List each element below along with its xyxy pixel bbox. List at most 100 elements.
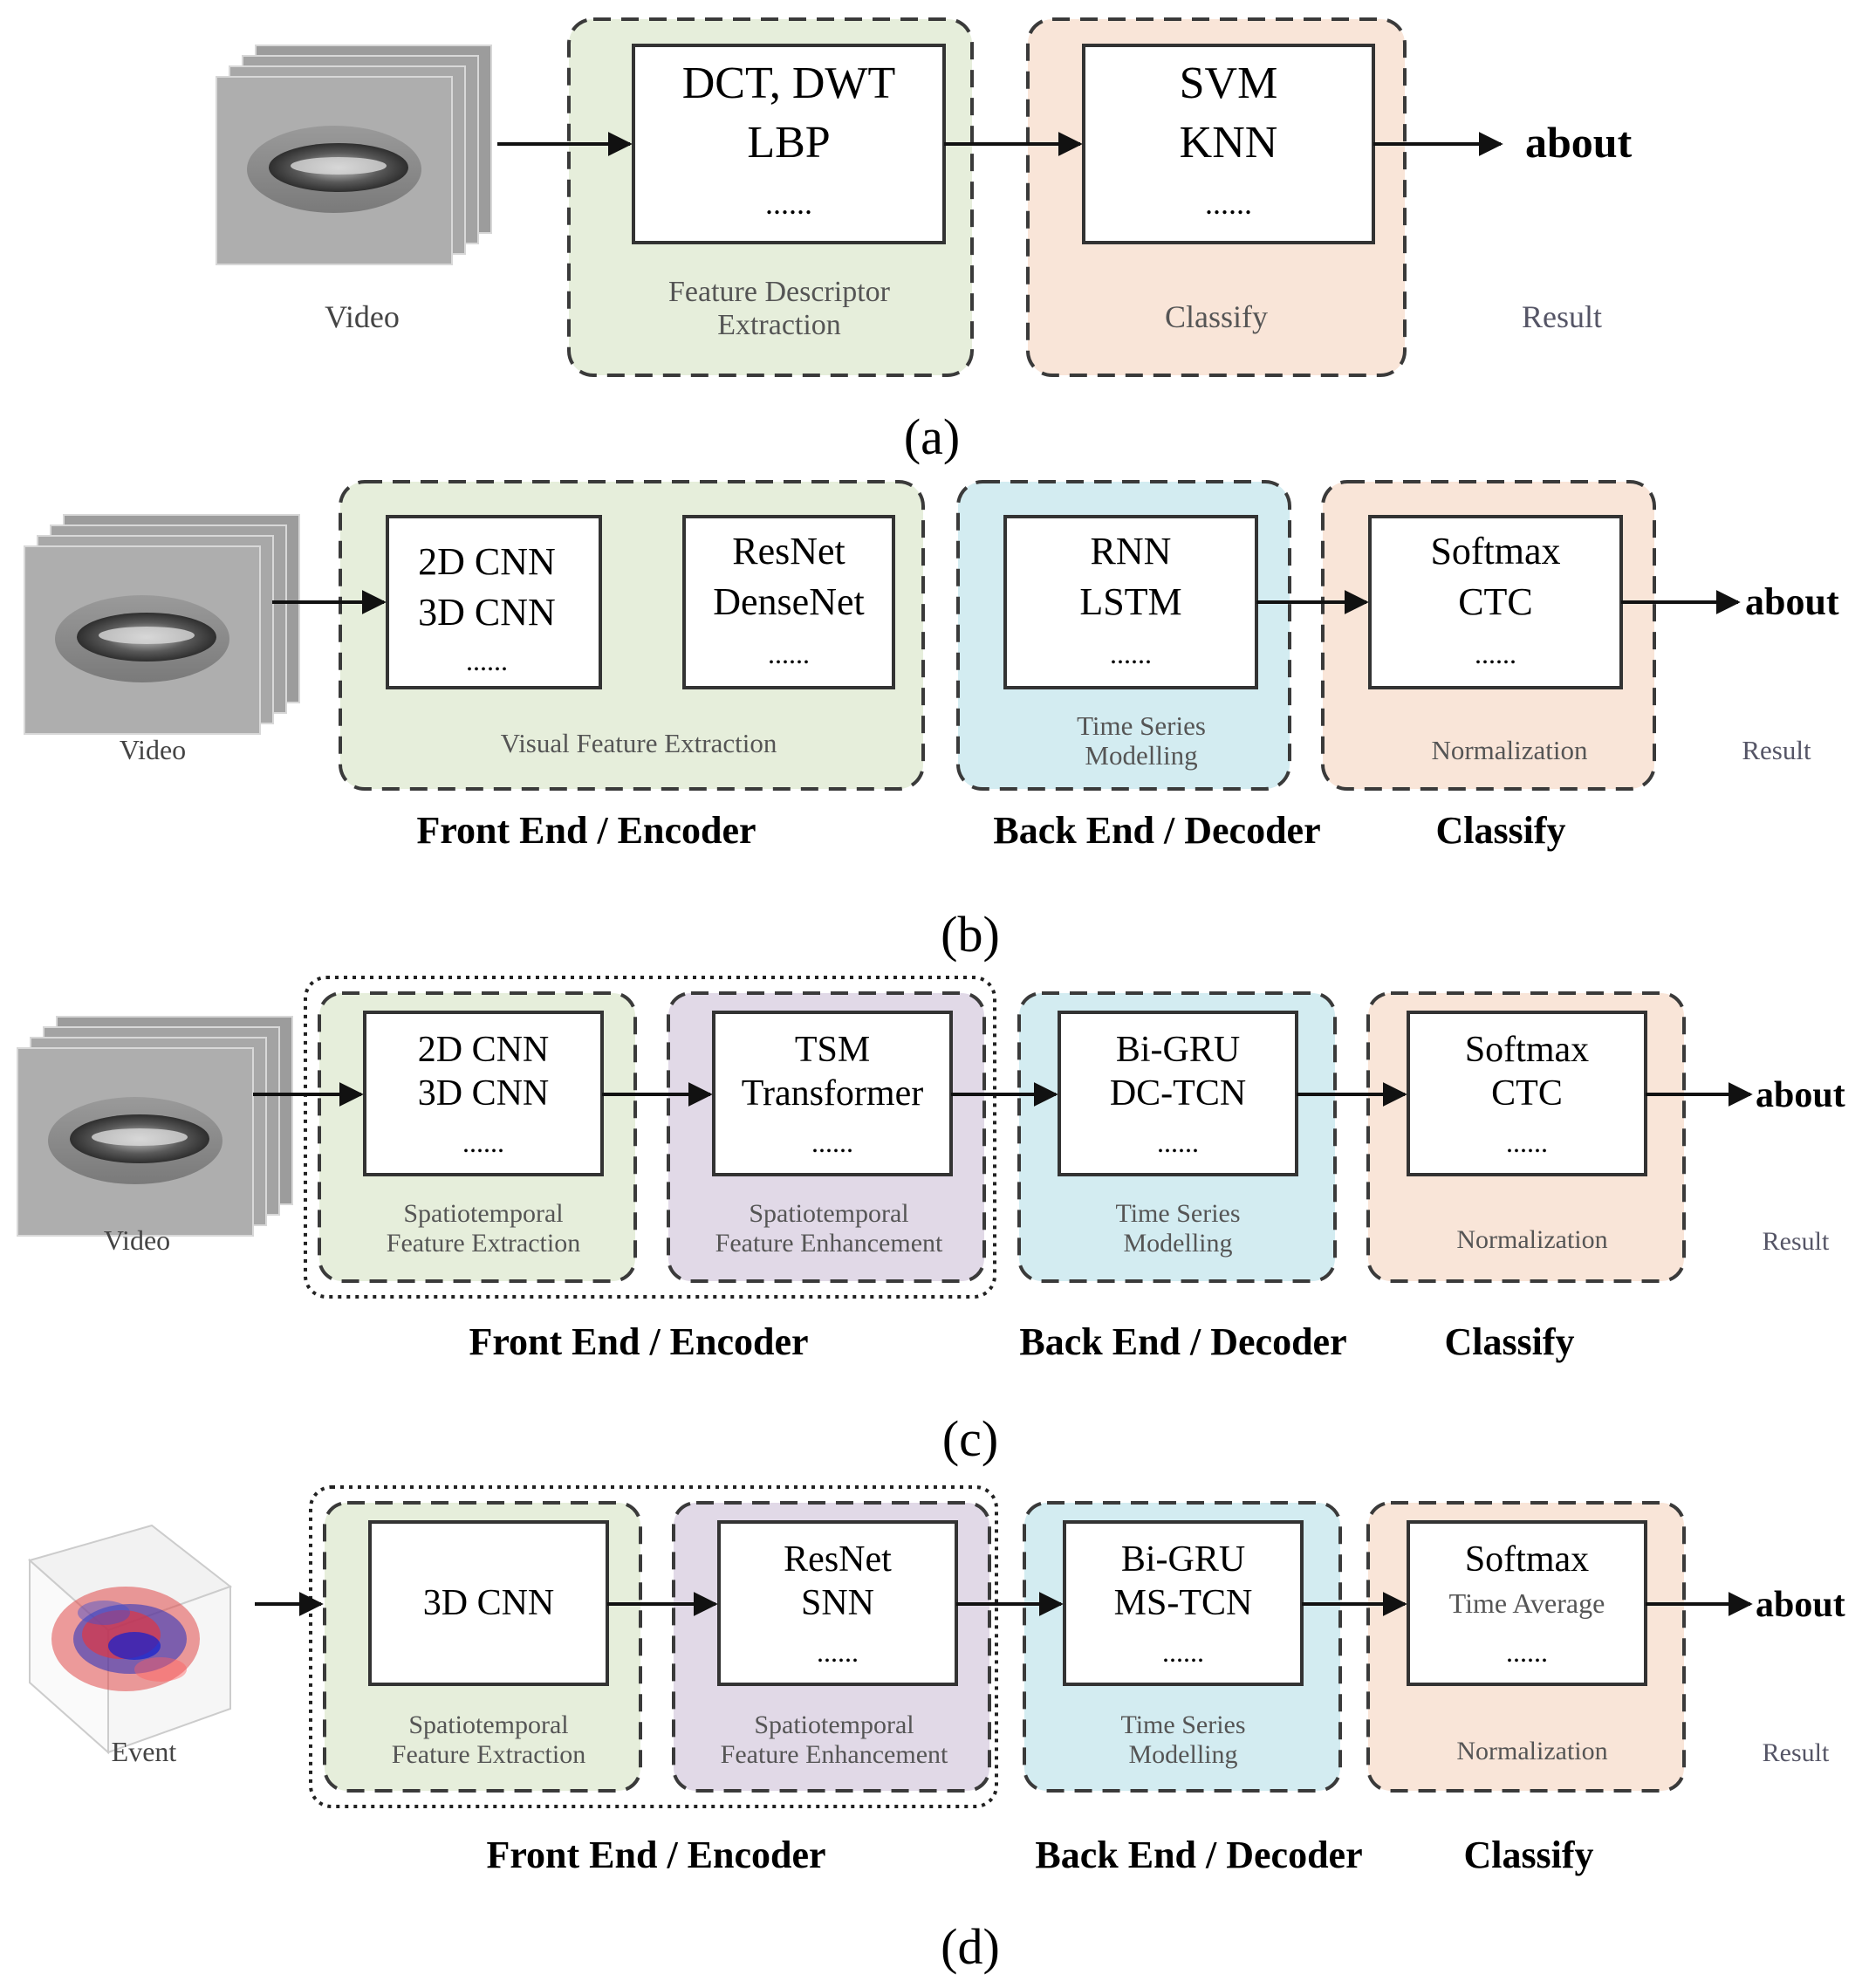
rnn-box-line-1: RNN	[1091, 530, 1172, 572]
input-label: Video	[104, 1224, 170, 1256]
bigru-box	[1058, 1011, 1298, 1176]
resnet-box-dots: ......	[768, 638, 810, 669]
cnn-box-dots: ......	[466, 645, 508, 676]
feature-descriptor-box	[632, 44, 946, 244]
softmax-box-dots: ......	[1475, 638, 1516, 669]
time-series-label-2: Modelling	[1085, 740, 1197, 771]
classify-box-line-1: SVM	[1180, 58, 1278, 108]
cnn-box-line-2: 3D CNN	[418, 591, 556, 634]
panel-caption: (c)	[942, 1410, 998, 1467]
output-label: Result	[1522, 299, 1602, 334]
stage-label-classify: Classify	[1444, 1320, 1574, 1363]
stage-label-back-end: Back End / Decoder	[1019, 1320, 1346, 1363]
resnet-box-line-1: ResNet	[732, 530, 845, 572]
panel-caption: (a)	[904, 408, 960, 465]
rnn-box-line-2: LSTM	[1079, 580, 1181, 623]
rnn-box	[1003, 515, 1258, 689]
normalization-label: Normalization	[1456, 1225, 1607, 1254]
visual-feature-label: Visual Feature Extraction	[501, 728, 777, 758]
output-text: about	[1756, 1585, 1845, 1625]
time-series-label-2: Modelling	[1129, 1740, 1238, 1769]
output-text: about	[1525, 118, 1633, 167]
feature-box-line-2: LBP	[747, 118, 830, 168]
classify-box-dots: ......	[1205, 186, 1252, 221]
normalization-label: Normalization	[1431, 735, 1588, 765]
feature-enhancement-label-1: Spatiotemporal	[749, 1199, 908, 1228]
time-series-label-1: Time Series	[1120, 1710, 1245, 1739]
resnet-box-line-2: DenseNet	[713, 580, 865, 623]
classify-group-label: Classify	[1165, 299, 1268, 334]
output-text: about	[1756, 1075, 1845, 1115]
tsm-box-dots: ......	[811, 1127, 853, 1158]
rnn-box-dots: ......	[1110, 638, 1152, 669]
lip-video-frames-icon	[216, 45, 492, 265]
output-label: Result	[1742, 735, 1811, 765]
cnn-box-line-1: 3D CNN	[423, 1583, 555, 1623]
classifier-box	[1082, 44, 1375, 244]
bigru-box-line-2: DC-TCN	[1110, 1073, 1246, 1114]
bigru-box-dots: ......	[1162, 1636, 1204, 1668]
panel-a: Video DCT, DWT LBP ...... Feature Descri…	[216, 17, 1633, 465]
softmax-box-line-2: CTC	[1491, 1073, 1563, 1114]
resnet-snn-box-dots: ......	[817, 1636, 859, 1668]
feature-box-dots: ......	[765, 186, 812, 221]
feature-group-label-2: Extraction	[717, 309, 841, 341]
cnn-box	[368, 1520, 609, 1686]
panel-d: Event 3D CNN Spatiotemporal Feature Extr…	[29, 1485, 1845, 1975]
bigru-box-dots: ......	[1157, 1127, 1199, 1158]
classify-box-line-2: KNN	[1180, 118, 1278, 168]
tsm-box-line-1: TSM	[795, 1030, 870, 1070]
event-point-cloud-icon	[29, 1525, 231, 1753]
cnn-box	[386, 515, 602, 689]
softmax-box-line-1: Softmax	[1430, 530, 1560, 572]
feature-enhancement-label-1: Spatiotemporal	[754, 1710, 914, 1739]
feature-extraction-label-2: Feature Extraction	[387, 1229, 580, 1258]
stage-label-classify: Classify	[1435, 809, 1565, 852]
resnet-box	[682, 515, 895, 689]
cnn-box-line-1: 2D CNN	[418, 540, 556, 583]
panel-c: Video 2D CNN 3D CNN ...... Spatiotempora…	[17, 976, 1845, 1467]
feature-group-label-1: Feature Descriptor	[668, 276, 891, 308]
tsm-box	[712, 1011, 953, 1176]
stage-label-back-end: Back End / Decoder	[993, 809, 1320, 852]
front-end-encoder-outline	[304, 976, 996, 1299]
bigru-box-line-1: Bi-GRU	[1121, 1539, 1245, 1580]
softmax-box-line-1: Softmax	[1465, 1539, 1589, 1580]
cnn-box-dots: ......	[462, 1127, 504, 1158]
normalization-label: Normalization	[1456, 1737, 1607, 1765]
softmax-box	[1368, 515, 1623, 689]
feature-box-line-1: DCT, DWT	[682, 58, 896, 108]
panel-caption: (d)	[941, 1918, 1000, 1975]
feature-enhancement-label-2: Feature Enhancement	[715, 1229, 943, 1258]
output-text: about	[1745, 580, 1839, 623]
feature-extraction-label-1: Spatiotemporal	[408, 1710, 568, 1739]
tsm-box-line-2: Transformer	[742, 1073, 923, 1114]
resnet-snn-box-line-2: SNN	[801, 1583, 874, 1623]
softmax-box-dots: ......	[1506, 1636, 1548, 1668]
bigru-box-line-2: MS-TCN	[1114, 1583, 1253, 1623]
input-label: Event	[112, 1736, 177, 1767]
time-series-label-1: Time Series	[1077, 710, 1206, 741]
feature-enhancement-label-2: Feature Enhancement	[721, 1740, 948, 1769]
resnet-snn-box	[717, 1520, 958, 1686]
lip-video-frames-icon	[24, 514, 300, 735]
input-label: Video	[120, 734, 186, 765]
softmax-box-line-1: Softmax	[1465, 1030, 1589, 1070]
stage-label-back-end: Back End / Decoder	[1035, 1834, 1362, 1876]
softmax-box-dots: ......	[1506, 1127, 1548, 1158]
panel-b: Video 2D CNN 3D CNN ...... ResNet DenseN…	[24, 480, 1839, 963]
feature-extraction-label-2: Feature Extraction	[392, 1740, 585, 1769]
stage-label-front-end: Front End / Encoder	[416, 809, 756, 852]
feature-extraction-label-1: Spatiotemporal	[403, 1199, 563, 1228]
output-label: Result	[1763, 1227, 1830, 1256]
resnet-snn-box-line-1: ResNet	[784, 1539, 892, 1580]
input-label: Video	[325, 299, 400, 334]
cnn-box-line-1: 2D CNN	[418, 1030, 550, 1070]
panel-caption: (b)	[941, 906, 1000, 963]
stage-label-classify: Classify	[1463, 1834, 1593, 1876]
lip-video-frames-icon	[17, 1016, 293, 1237]
softmax-box	[1407, 1011, 1647, 1176]
stage-label-front-end: Front End / Encoder	[486, 1834, 825, 1876]
softmax-box-line-2: CTC	[1458, 580, 1533, 623]
